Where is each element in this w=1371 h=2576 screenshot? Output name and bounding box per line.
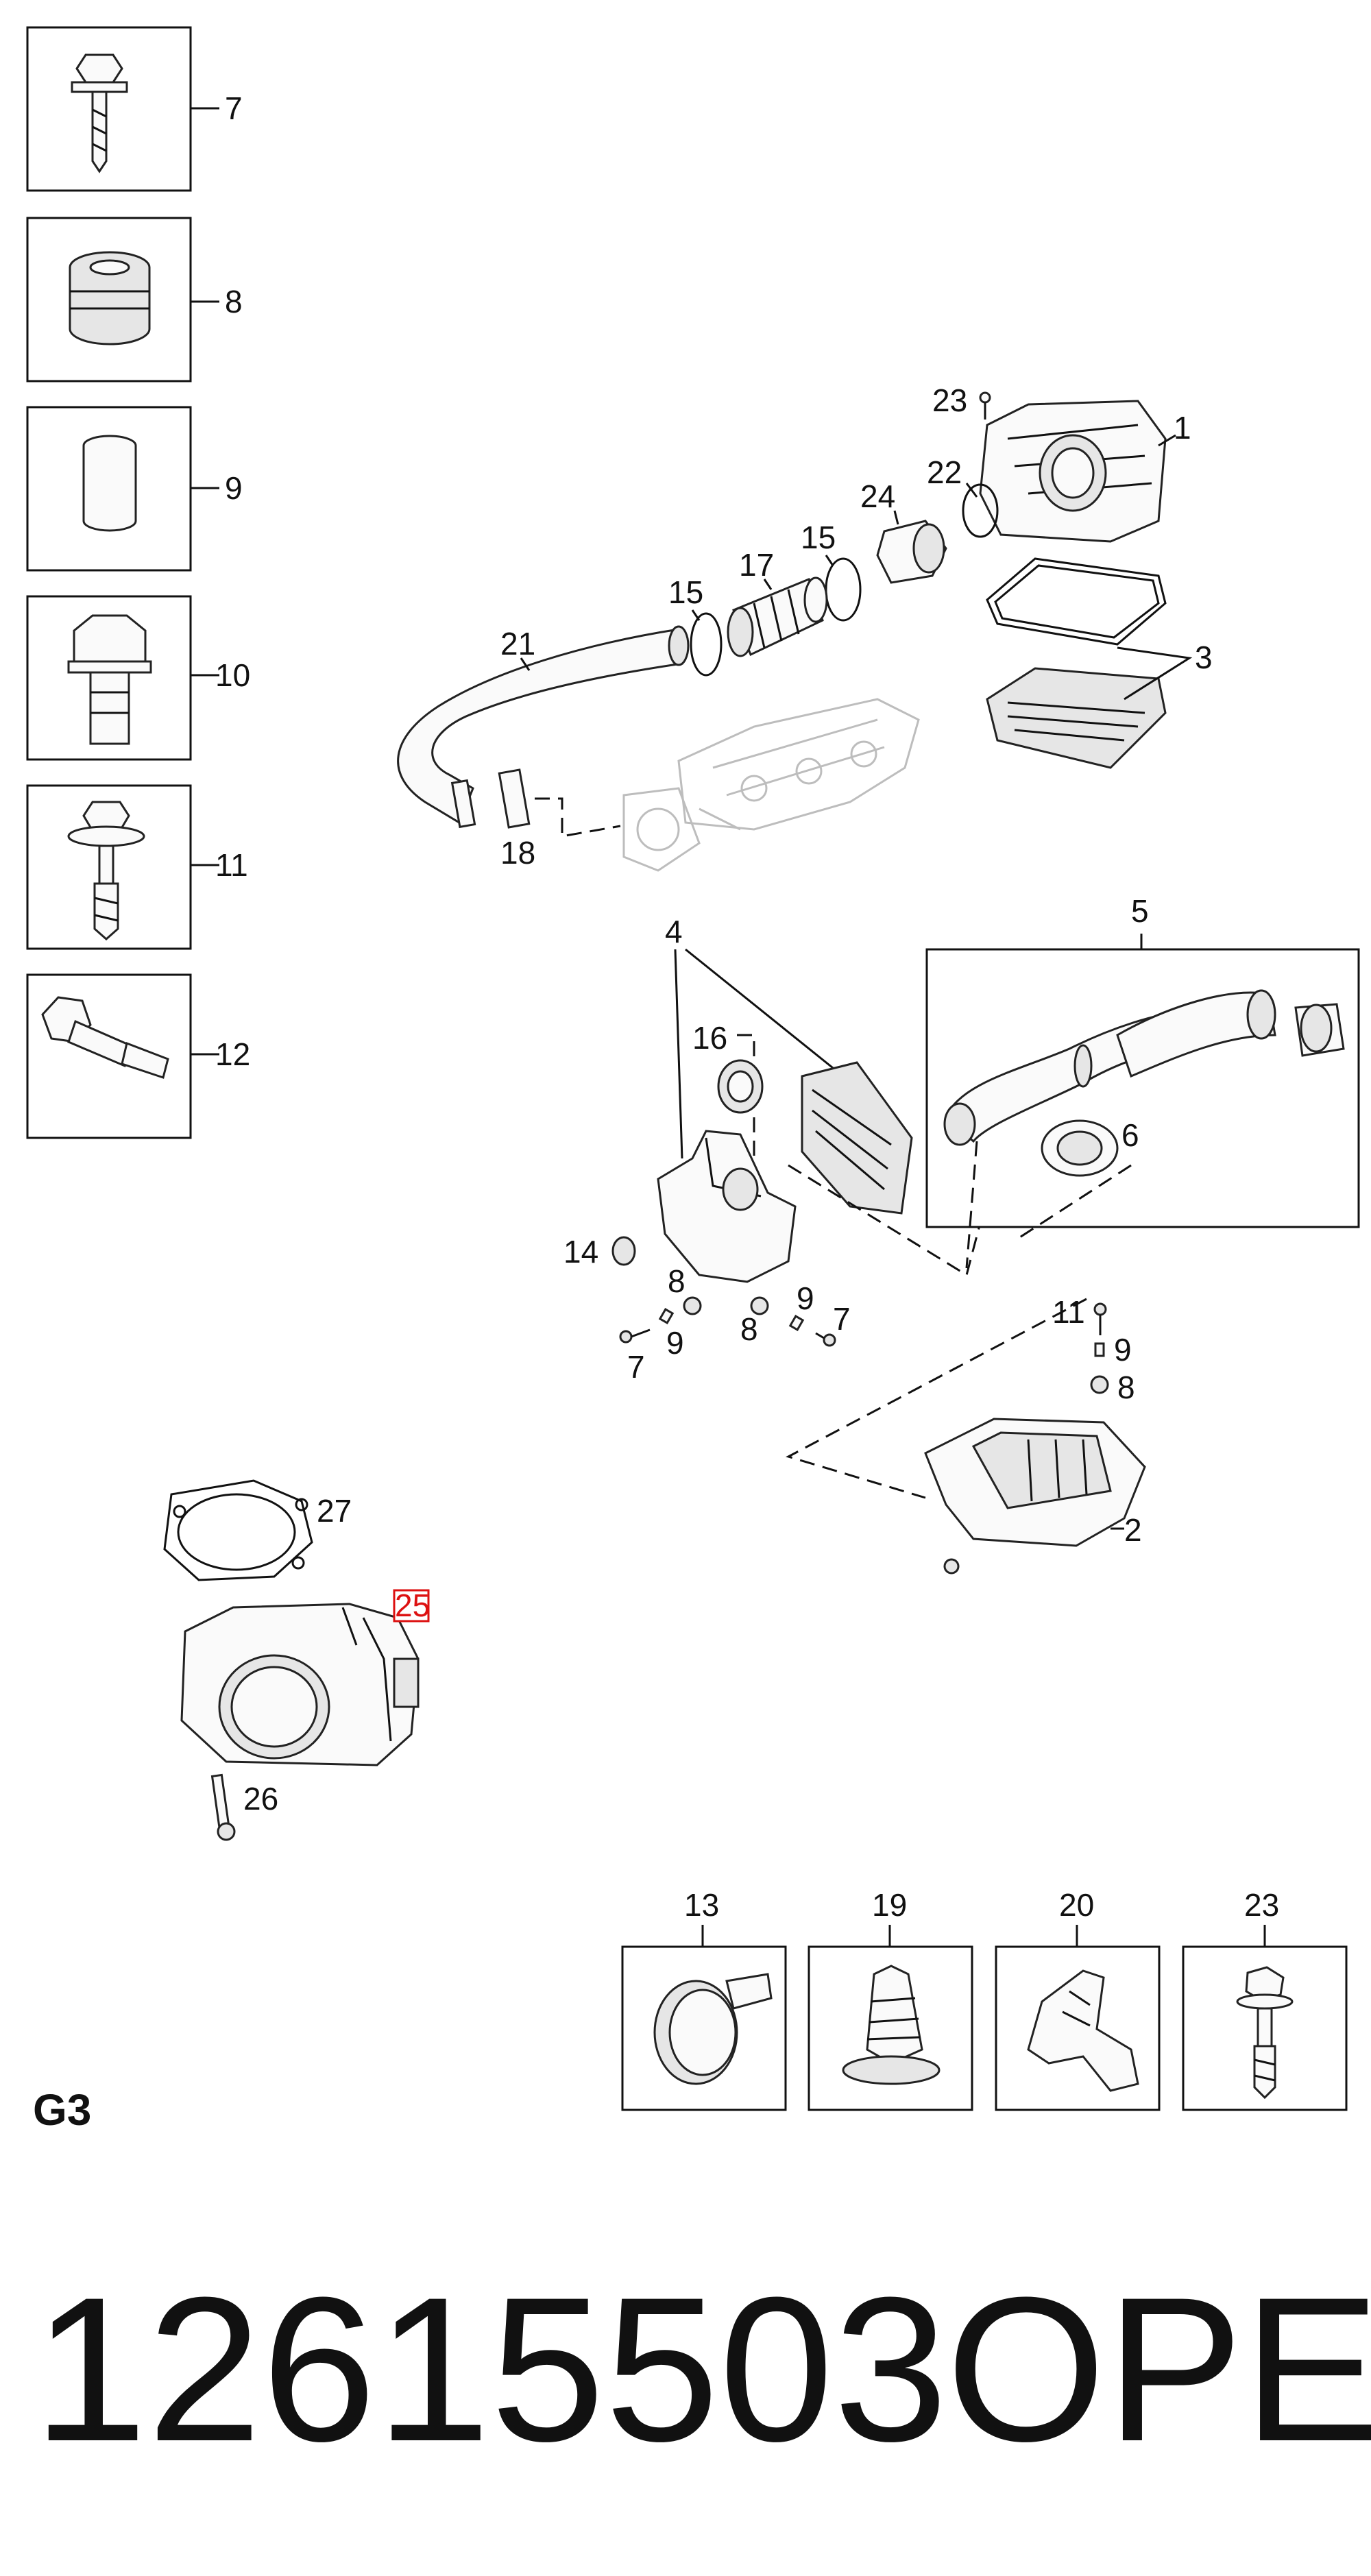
detail-label-8: 8	[225, 284, 243, 319]
brand-name: OPEL	[946, 2254, 1371, 2484]
part-number: 12615503	[33, 2254, 948, 2484]
detail-label-7: 7	[225, 90, 243, 126]
callout-6: 6	[1121, 1117, 1139, 1153]
callout-22: 22	[927, 454, 962, 490]
clamp-15-right	[825, 557, 862, 622]
throttle-body-25	[180, 1603, 420, 1766]
section-code: G3	[33, 2085, 91, 2135]
gasket-27	[163, 1479, 313, 1581]
callout-17: 17	[739, 547, 774, 583]
callout-8c: 8	[1117, 1370, 1135, 1405]
callout-8a: 8	[668, 1263, 686, 1299]
sleeve-9c	[1094, 1342, 1105, 1357]
air-filter-element-3	[986, 667, 1167, 769]
screw-11	[1093, 1302, 1107, 1335]
grommet-14	[611, 1236, 636, 1266]
bolt-26	[210, 1773, 236, 1841]
screw-23	[979, 391, 991, 420]
callout-16: 16	[692, 1020, 727, 1056]
callout-26: 26	[243, 1781, 278, 1816]
detail-box-13[interactable]: 13	[621, 1887, 787, 2111]
callout-1: 1	[1174, 410, 1191, 446]
callout-18: 18	[500, 835, 535, 871]
air-cleaner-cover	[979, 400, 1167, 543]
detail-box-20[interactable]: 20	[995, 1887, 1161, 2111]
ghost-intake-manifold	[622, 698, 920, 872]
sleeve-9b	[788, 1315, 805, 1331]
air-cleaner-housing-2	[924, 1418, 1146, 1575]
grommet-8c	[1090, 1375, 1109, 1394]
detail-label-20: 20	[1059, 1887, 1094, 1923]
detail-label-12: 12	[215, 1036, 250, 1072]
sensor-housing-24	[876, 520, 947, 584]
detail-box-9[interactable]: 9	[26, 406, 243, 572]
bellows-17	[727, 576, 828, 657]
callout-3: 3	[1195, 640, 1213, 675]
callout-5: 5	[1131, 893, 1149, 929]
detail-box-23[interactable]: 23	[1182, 1887, 1348, 2111]
callout-8b: 8	[740, 1311, 758, 1347]
detail-box-10[interactable]: 10	[26, 595, 250, 761]
callout-9b: 9	[797, 1280, 814, 1316]
callout-24: 24	[860, 478, 895, 514]
grommet-8a	[683, 1296, 702, 1315]
clamp-18	[498, 768, 531, 829]
detail-box-8[interactable]: 8	[26, 217, 243, 382]
callout-2: 2	[1124, 1512, 1142, 1548]
callout-7a: 7	[627, 1349, 645, 1385]
callout-15-right: 15	[801, 520, 836, 555]
callout-9a: 9	[666, 1325, 684, 1361]
detail-label-10: 10	[215, 657, 250, 693]
callout-27: 27	[317, 1493, 352, 1529]
detail-box-11[interactable]: 11	[26, 784, 248, 950]
callout-23: 23	[932, 382, 967, 418]
callout-25: 25	[395, 1588, 430, 1623]
callout-9c: 9	[1114, 1332, 1132, 1368]
o-ring-22	[962, 483, 999, 538]
callout-14: 14	[563, 1234, 598, 1269]
callout-4: 4	[665, 914, 683, 949]
resonator-bracket-4	[657, 1130, 797, 1283]
screw-7b	[815, 1332, 836, 1347]
highlight-box-25[interactable]	[393, 1589, 430, 1623]
callout-7b: 7	[833, 1301, 851, 1337]
detail-label-9: 9	[225, 470, 243, 506]
gasket-3	[986, 557, 1167, 646]
detail-box-12[interactable]: 12	[26, 973, 250, 1139]
detail-label-13: 13	[684, 1887, 719, 1923]
detail-box-19[interactable]: 19	[808, 1887, 973, 2111]
detail-label-11: 11	[215, 847, 248, 883]
detail-box-5	[925, 948, 1360, 1228]
callout-21: 21	[500, 626, 535, 661]
screw-7a	[619, 1328, 651, 1344]
detail-label-23: 23	[1244, 1887, 1279, 1923]
clamp-15-left	[690, 612, 723, 677]
grommet-8b	[750, 1296, 769, 1315]
intake-hose-21	[397, 625, 690, 829]
resonator-panel-4	[801, 1061, 913, 1215]
callout-11: 11	[1052, 1294, 1085, 1330]
sleeve-9a	[658, 1308, 675, 1324]
callout-15-left: 15	[668, 574, 703, 610]
detail-label-19: 19	[872, 1887, 907, 1923]
detail-box-7[interactable]: 7	[26, 26, 243, 192]
